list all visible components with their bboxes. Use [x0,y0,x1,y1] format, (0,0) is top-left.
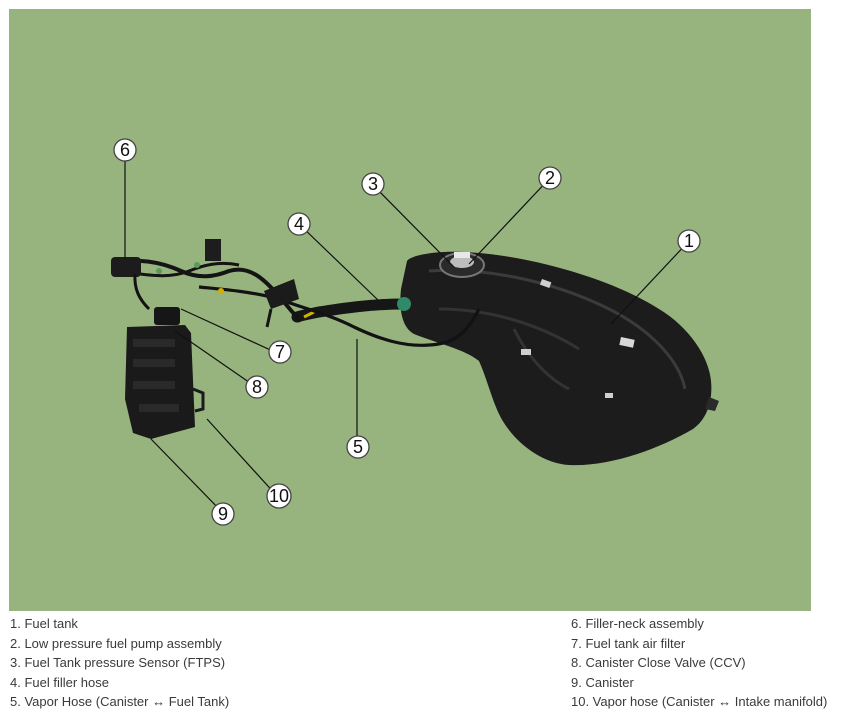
vapor-hose-tank-canister [198,285,481,347]
svg-text:5: 5 [353,437,363,457]
callout-3: 3 [361,172,385,196]
legend-right-column: 6. Filler-neck assembly 7. Fuel tank air… [571,614,827,712]
legend-item: 3. Fuel Tank pressure Sensor (FTPS) [10,655,226,671]
fuel-system-diagram: 1 2 3 4 5 6 7 8 9 10 [9,9,811,611]
svg-text:2: 2 [545,168,555,188]
canister [125,325,205,439]
canister-close-valve [133,273,180,325]
legend-left-column: 1. Fuel tank 2. Low pressure fuel pump a… [10,614,229,712]
callout-8: 8 [245,375,269,399]
leader-lines [124,150,690,514]
legend-item: 5. Vapor Hose (Canister ↔ Fuel Tank) [10,694,230,710]
legend-item: 8. Canister Close Valve (CCV) [571,655,746,671]
svg-text:3: 3 [368,174,378,194]
filler-neck-assembly [111,239,303,328]
callout-5: 5 [346,435,370,459]
legend-item: 9. Canister [571,674,634,690]
legend-item: 6. Filler-neck assembly [571,616,704,631]
svg-text:6: 6 [120,140,130,160]
legend-item: 2. Low pressure fuel pump assembly [10,635,222,651]
svg-text:10: 10 [269,486,289,506]
svg-text:7: 7 [275,342,285,362]
callout-7: 7 [268,340,292,364]
callout-1: 1 [677,229,701,253]
legend-item: 10. Vapor hose (Canister ↔ Intake manifo… [571,694,828,710]
legend-item: 4. Fuel filler hose [10,674,109,690]
svg-text:9: 9 [218,504,228,524]
callout-10: 10 [266,483,292,509]
callout-6: 6 [113,138,137,162]
callout-4: 4 [287,212,311,236]
callout-2: 2 [538,166,562,190]
svg-text:8: 8 [252,377,262,397]
svg-text:4: 4 [294,214,304,234]
legend-item: 1. Fuel tank [10,616,78,631]
callout-9: 9 [211,502,235,526]
svg-text:1: 1 [684,231,694,251]
legend-item: 7. Fuel tank air filter [571,635,686,651]
